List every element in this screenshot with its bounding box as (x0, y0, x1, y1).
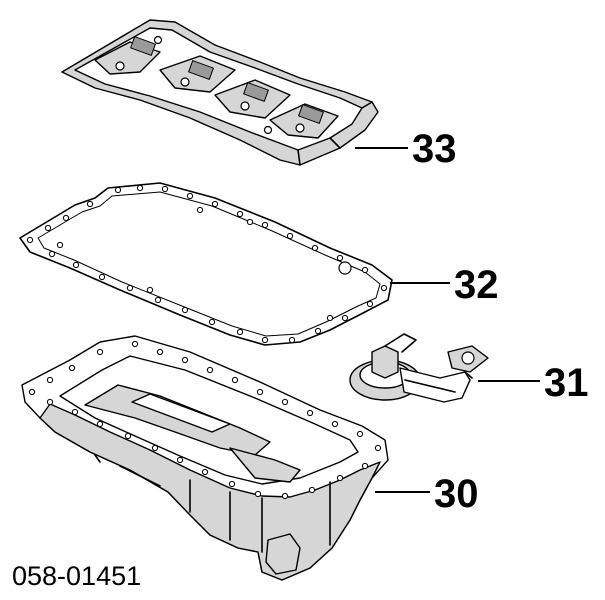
diagram-code: 058-01451 (12, 561, 141, 591)
oil-pan-gasket-part (19, 182, 393, 346)
oil-pan-part (21, 335, 389, 581)
baffle-plate-part (61, 19, 379, 166)
callout-32: 32 (454, 263, 499, 307)
callout-33: 33 (412, 127, 457, 171)
oil-strainer-part (349, 333, 489, 403)
callout-30: 30 (434, 472, 479, 516)
callout-31: 31 (544, 361, 589, 405)
